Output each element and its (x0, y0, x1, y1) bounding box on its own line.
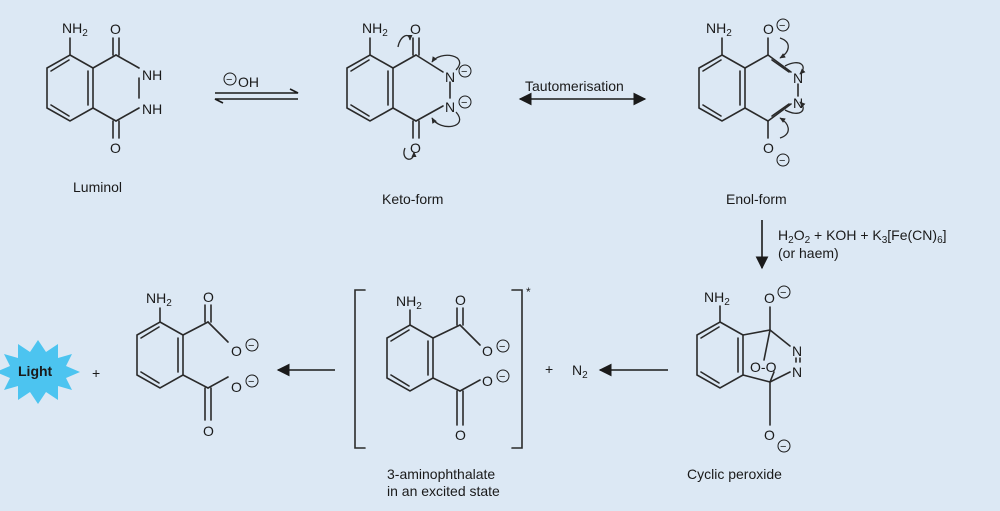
negative-charge-icon (496, 339, 510, 353)
nitrogen-atom: N (445, 99, 455, 115)
negative-charge-icon (245, 374, 259, 388)
svg-text:−: − (779, 20, 785, 32)
tautomerisation-arrow: Tautomerisation (518, 78, 647, 106)
light-star-icon (0, 340, 80, 404)
svg-text:−: − (226, 74, 232, 86)
svg-text:−: − (499, 341, 505, 353)
amino-group: NH2 (146, 290, 172, 309)
luminol-label: Luminol (73, 179, 122, 195)
hydroxide-label: OH (238, 74, 259, 90)
nh-group: NH (142, 101, 162, 117)
nitrogen-atom: N (445, 69, 455, 85)
svg-text:−: − (779, 155, 785, 167)
excited-label-line2: in an excited state (387, 483, 500, 499)
oxygen-atom: O (231, 343, 242, 359)
svg-text:−: − (248, 376, 254, 388)
oxygen-atom: O (203, 289, 214, 305)
oxygen-atom: O (482, 343, 493, 359)
oxygen-atom: O (764, 427, 775, 443)
plus-sign: + (92, 365, 100, 381)
oxygen-atom: O (455, 427, 466, 443)
nitrogen-atom: N (792, 343, 802, 359)
cyclic-peroxide-structure: NH2 O − O − O-O N N Cyclic peroxide (687, 285, 802, 482)
hydroxide-equilibrium-arrow: − OH (214, 72, 299, 104)
svg-text:−: − (780, 287, 786, 299)
oxygen-atom: O (110, 21, 121, 37)
amino-group: NH2 (62, 20, 88, 39)
svg-text:−: − (780, 441, 786, 453)
enol-label: Enol-form (726, 191, 787, 207)
curly-arrows (397, 34, 461, 160)
nitrogen-gas: N2 (572, 362, 588, 381)
nitrogen-loss-arrow: N2 + (545, 361, 668, 381)
negative-charge-icon (776, 18, 790, 32)
oxidation-arrow: H2O2 + KOH + K3[Fe(CN)6] (or haem) (755, 220, 947, 270)
nh-group: NH (142, 67, 162, 83)
excited-aminophthalate-structure: * NH2 O O O − O − 3-aminophthalate in an… (354, 285, 531, 499)
amino-group: NH2 (706, 20, 732, 39)
negative-charge-icon (777, 285, 791, 299)
oxygen-atom: O (763, 140, 774, 156)
negative-charge-icon (496, 369, 510, 383)
oxygen-atom: O (110, 140, 121, 156)
excited-label-line1: 3-aminophthalate (387, 466, 495, 482)
negative-charge-icon (245, 338, 259, 352)
negative-charge-icon (777, 439, 791, 453)
keto-label: Keto-form (382, 191, 443, 207)
oxidant-reagents: H2O2 + KOH + K3[Fe(CN)6] (778, 227, 947, 246)
oxygen-atom: O (482, 373, 493, 389)
oxygen-atom: O (763, 21, 774, 37)
amino-group: NH2 (704, 289, 730, 308)
aminophthalate-structure: NH2 O O O − O − (136, 289, 259, 439)
tautomerisation-label: Tautomerisation (525, 78, 624, 94)
peroxide-oxygen: O-O (750, 359, 777, 375)
oxygen-atom: O (231, 379, 242, 395)
light-label: Light (18, 363, 53, 379)
negative-charge-icon (458, 64, 472, 78)
oxygen-atom: O (410, 140, 421, 156)
svg-text:−: − (248, 340, 254, 352)
nitrogen-atom: N (792, 364, 802, 380)
oxygen-atom: O (455, 292, 466, 308)
negative-charge-icon (458, 95, 472, 109)
oxygen-atom: O (410, 21, 421, 37)
plus-sign: + (545, 361, 553, 377)
negative-charge-icon (776, 153, 790, 167)
luminol-structure: NH2 O O NH NH Luminol (46, 20, 162, 195)
light-burst: Light + (0, 340, 100, 404)
excited-state-mark: * (526, 285, 531, 299)
curly-arrows (779, 37, 806, 139)
haem-alternative: (or haem) (778, 245, 839, 261)
svg-text:−: − (461, 66, 467, 78)
svg-text:−: − (461, 97, 467, 109)
oxygen-atom: O (203, 423, 214, 439)
oxygen-atom: O (764, 290, 775, 306)
nitrogen-atom: N (793, 95, 803, 111)
peroxide-label: Cyclic peroxide (687, 466, 782, 482)
amino-group: NH2 (396, 293, 422, 312)
enol-form-structure: NH2 O − O − N N Enol-form (698, 18, 806, 207)
nitrogen-atom: N (793, 70, 803, 86)
svg-text:−: − (499, 371, 505, 383)
amino-group: NH2 (362, 20, 388, 39)
keto-form-structure: NH2 O O N N − − Keto-form (346, 20, 472, 207)
negative-charge-icon (223, 72, 237, 86)
